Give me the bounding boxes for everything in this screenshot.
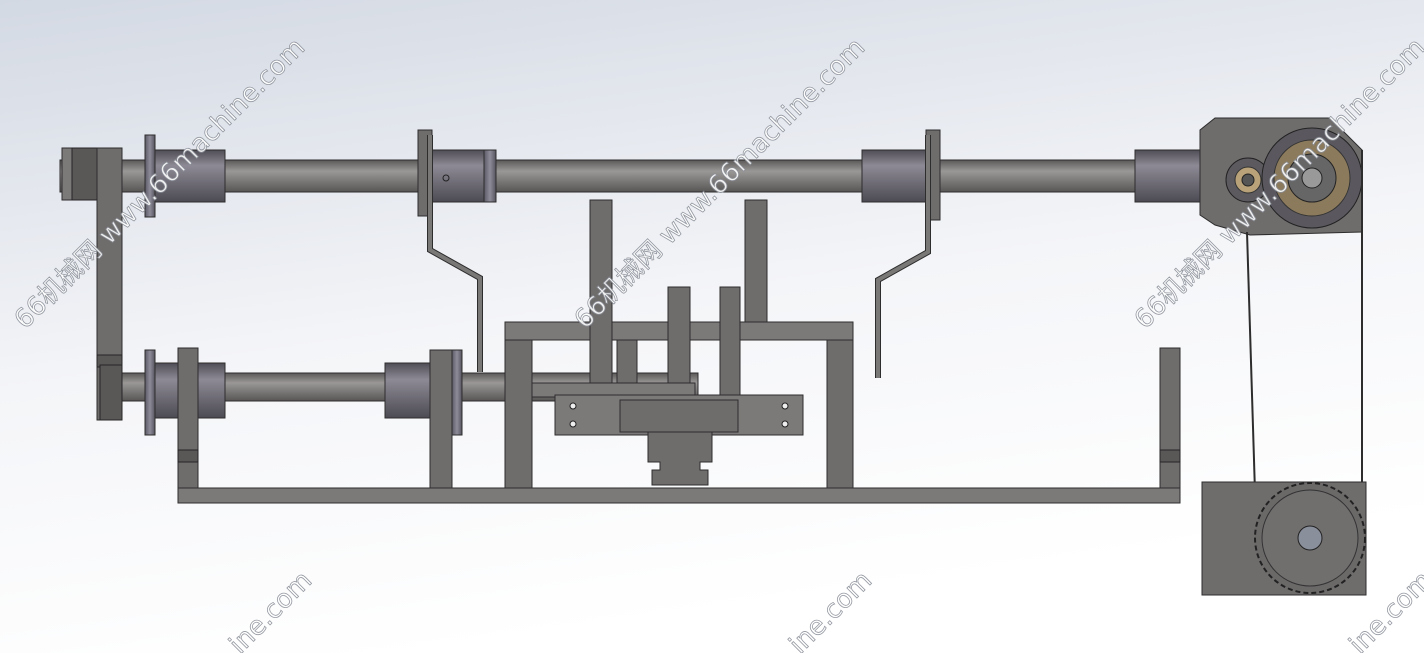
bearing-housing (431, 149, 485, 203)
set-screw-hole (442, 174, 450, 182)
bearing-collar (483, 149, 497, 203)
bearing-housing (154, 149, 226, 203)
vertical-bars (589, 199, 768, 396)
motor-pulley-housing (1201, 481, 1367, 596)
bearing-housing (861, 149, 929, 203)
base-rail (177, 487, 1181, 504)
pulley-bore (1297, 525, 1323, 551)
linear-guide-rail (647, 431, 713, 486)
slide-assembly (531, 382, 804, 486)
gearbox (1199, 117, 1363, 236)
bearing-housing (1134, 149, 1204, 203)
bearing-flange (144, 349, 156, 436)
top-shaft (59, 159, 1211, 193)
machine-frame (177, 321, 1181, 504)
